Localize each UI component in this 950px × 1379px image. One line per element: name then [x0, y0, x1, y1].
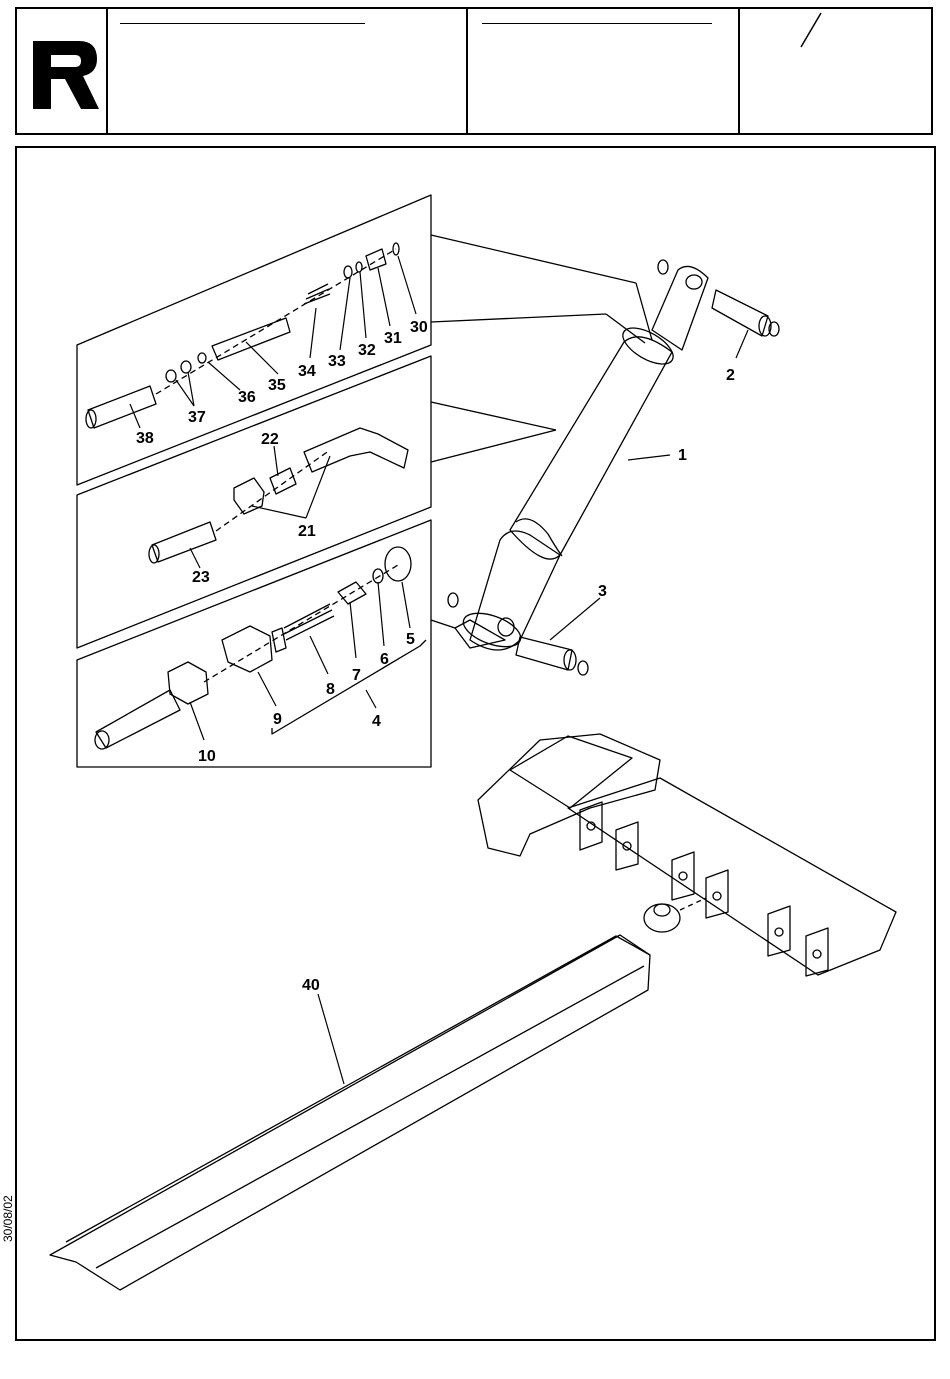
inset-panel-valve: [77, 195, 431, 485]
callout-40: 40: [302, 977, 320, 994]
part-21-nut: [234, 478, 264, 514]
callout-3: 3: [598, 583, 607, 600]
callout-36: 36: [238, 389, 256, 406]
callout-35: 35: [268, 377, 286, 394]
cylinder-barrel: [510, 337, 672, 559]
part-31-body: [366, 249, 386, 270]
callout-34: 34: [298, 363, 316, 380]
part-8-spring: [284, 604, 334, 640]
pin-bottom: [516, 637, 572, 670]
channel-40: [50, 935, 650, 1290]
part-38-body: [88, 386, 156, 428]
callout-8: 8: [326, 681, 335, 698]
clamp-ring: [644, 904, 680, 932]
mount-frame-end: [478, 734, 660, 856]
callout-30: 30: [410, 319, 428, 336]
callout-4: 4: [372, 713, 381, 730]
cylinder-clevis: [652, 266, 708, 350]
cylinder-rod: [470, 531, 560, 650]
mount-frame-rail: [568, 778, 896, 975]
callout-21: 21: [298, 523, 316, 540]
callout-9: 9: [273, 711, 282, 728]
callout-6: 6: [380, 651, 389, 668]
callout-37: 37: [188, 409, 206, 426]
callout-32: 32: [358, 342, 376, 359]
part-35-body: [212, 318, 290, 360]
callout-5: 5: [406, 631, 415, 648]
part-9-body: [222, 626, 272, 672]
callout-7: 7: [352, 667, 361, 684]
callout-31: 31: [384, 330, 402, 347]
callout-2: 2: [726, 367, 735, 384]
callout-33: 33: [328, 353, 346, 370]
part-21-elbow: [304, 428, 408, 472]
callout-1: 1: [678, 447, 687, 464]
callout-38: 38: [136, 430, 154, 447]
callout-22: 22: [261, 431, 279, 448]
callout-23: 23: [192, 569, 210, 586]
bracket-4: [272, 640, 426, 734]
part-23-body: [152, 522, 216, 562]
callout-10: 10: [198, 748, 216, 765]
part-34-spring: [304, 284, 330, 304]
